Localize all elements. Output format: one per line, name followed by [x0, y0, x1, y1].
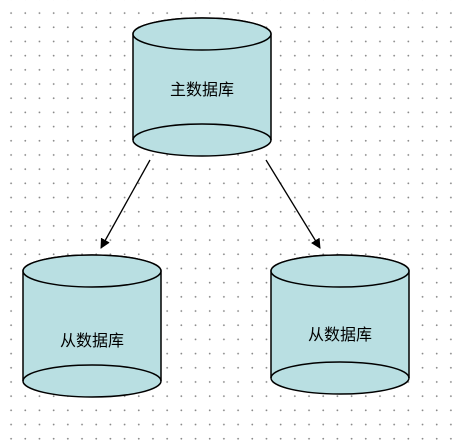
- primary-database-top: [132, 17, 272, 51]
- replica-database-label-right: 从数据库: [308, 325, 372, 344]
- replica-database-bottom-rim-left: [22, 364, 162, 382]
- replication-arrow-right: [265, 159, 321, 249]
- replica-database-top-left: [22, 254, 162, 288]
- replica-database-cylinder-left[interactable]: 从数据库: [22, 254, 162, 398]
- replica-database-top-right: [270, 254, 410, 288]
- primary-database-bottom-rim: [132, 123, 272, 141]
- replica-database-cylinder-right[interactable]: 从数据库: [270, 254, 410, 395]
- replica-database-bottom-rim-right: [270, 361, 410, 379]
- primary-database-cylinder[interactable]: 主数据库: [132, 17, 272, 157]
- replica-database-label-left: 从数据库: [60, 331, 124, 350]
- primary-database-label: 主数据库: [170, 80, 234, 99]
- replication-arrow-left: [100, 159, 151, 249]
